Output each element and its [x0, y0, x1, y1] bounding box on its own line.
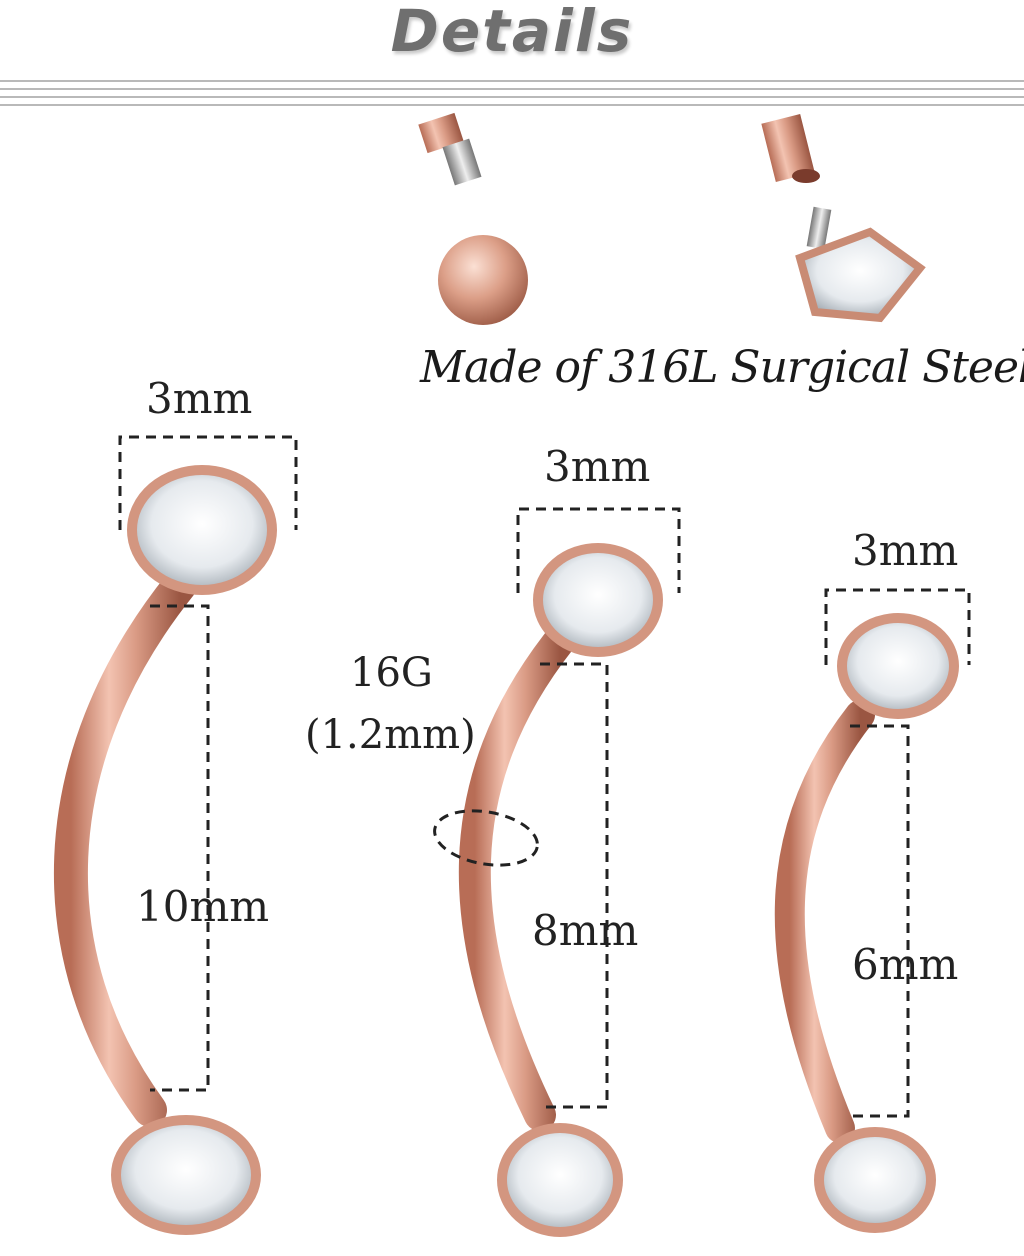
internal-bar-end-icon — [761, 114, 820, 183]
gem-width-bracket — [824, 588, 971, 665]
length-bracket — [540, 662, 609, 1109]
divider-line — [0, 80, 1024, 82]
length-label: 8mm — [532, 906, 639, 955]
barbell-10mm — [53, 465, 277, 1235]
length-label: 6mm — [852, 940, 959, 989]
length-bracket — [150, 604, 210, 1092]
barbell-6mm — [774, 613, 959, 1233]
barbell-8mm — [458, 543, 663, 1237]
page-title: Details — [390, 0, 634, 65]
length-bracket — [850, 724, 910, 1118]
gem-width-label: 3mm — [852, 526, 959, 575]
gauge-mm-label: (1.2mm) — [305, 712, 476, 758]
ball-end-icon — [438, 235, 528, 325]
length-label: 10mm — [136, 882, 270, 931]
gem-width-label: 3mm — [544, 442, 651, 491]
gauge-indicator — [433, 809, 539, 867]
divider-line — [0, 104, 1024, 106]
threaded-bar-end-icon — [418, 112, 482, 186]
gem-top-icon — [795, 206, 926, 323]
divider-line — [0, 88, 1024, 90]
material-caption: Made of 316L Surgical Steel — [420, 342, 1024, 393]
divider-line — [0, 96, 1024, 98]
gem-width-bracket — [516, 507, 681, 593]
gem-width-bracket — [118, 435, 298, 530]
gauge-label: 16G — [350, 650, 433, 696]
gem-width-label: 3mm — [146, 374, 253, 423]
